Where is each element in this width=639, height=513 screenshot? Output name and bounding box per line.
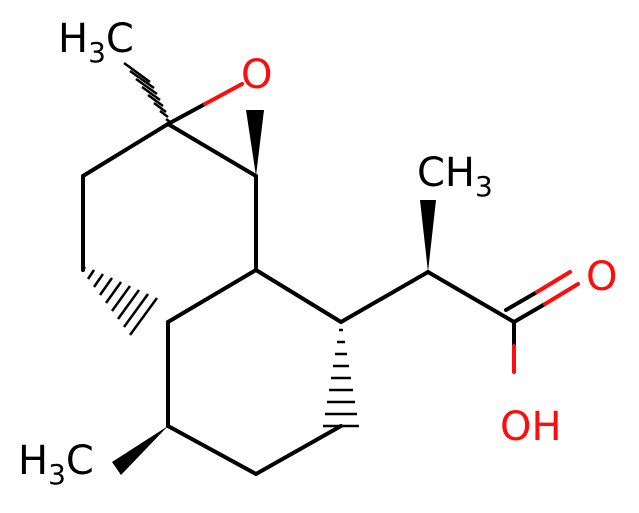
bond: [203, 82, 244, 106]
hash-bond: [123, 61, 171, 123]
bond: [254, 268, 343, 324]
atom-labels: H3C O CH3 O OH H3C: [18, 16, 617, 491]
wedge-bond: [246, 110, 264, 176]
epoxide-oxygen: O: [241, 52, 272, 98]
bond: [166, 424, 258, 476]
bond: [254, 424, 343, 476]
bond: [166, 268, 258, 324]
bond: [512, 302, 547, 324]
methyl-top-left: H3C: [58, 16, 134, 69]
hash-bond: [81, 266, 159, 336]
bond: [426, 270, 516, 324]
methyl-right: CH3: [417, 150, 493, 203]
wedge-bond: [112, 426, 168, 475]
hydroxyl: OH: [500, 404, 562, 450]
bond: [81, 122, 170, 178]
carbonyl-oxygen: O: [586, 254, 617, 300]
wedge-bond: [420, 200, 436, 272]
bond: [543, 282, 580, 306]
hash-bonds: [81, 61, 359, 428]
bond: [339, 270, 430, 324]
hash-bond: [323, 328, 359, 428]
bond: [166, 102, 207, 126]
methyl-bottom-left: H3C: [18, 438, 94, 491]
wedge-bonds: [112, 110, 436, 475]
bond: [535, 270, 572, 294]
bond: [504, 290, 539, 312]
bond: [166, 122, 258, 178]
bonds: [81, 82, 580, 476]
